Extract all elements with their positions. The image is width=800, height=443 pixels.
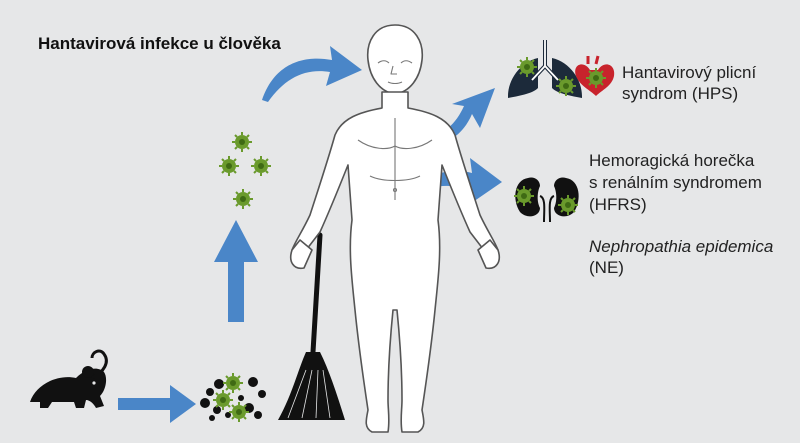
droppings-pile xyxy=(200,372,266,423)
hfrs-label-line3: (HFRS) xyxy=(589,195,647,214)
arrow-icon xyxy=(118,385,196,423)
virus-particle-icon xyxy=(516,56,538,78)
virus-particle-icon xyxy=(513,185,535,207)
hfrs-label-line1: Hemoragická horečka xyxy=(589,151,755,170)
airborne-virus-cluster xyxy=(218,131,272,210)
hfrs-label-line2: s renálním syndromem xyxy=(589,173,762,192)
virus-particle-icon xyxy=(250,155,272,177)
virus-particle-icon xyxy=(222,372,244,394)
hps-label-line2: syndrom (HPS) xyxy=(622,84,739,103)
diagram-title: Hantavirová infekce u člověka xyxy=(38,34,281,53)
arrow-icon xyxy=(410,88,495,149)
virus-particle-icon xyxy=(212,389,234,411)
broom-icon xyxy=(278,232,345,420)
virus-particle-icon xyxy=(585,67,607,89)
virus-particle-icon xyxy=(231,131,253,153)
arrow-icon xyxy=(262,46,362,102)
heart-icon xyxy=(575,55,615,96)
virus-particle-icon xyxy=(555,75,577,97)
mouse-icon xyxy=(30,349,108,408)
lungs-icon xyxy=(508,40,582,98)
virus-particle-icon xyxy=(232,188,254,210)
ne-label-line2: (NE) xyxy=(589,258,624,277)
kidneys-icon xyxy=(513,177,579,223)
hps-label-line1: Hantavirový plicní xyxy=(622,63,757,82)
human-body-icon xyxy=(289,24,501,433)
virus-particle-icon xyxy=(557,194,579,216)
virus-particle-icon xyxy=(218,155,240,177)
virus-particle-icon xyxy=(228,401,250,423)
arrow-icon xyxy=(214,220,258,322)
ne-label-line1: Nephropathia epidemica xyxy=(589,237,774,256)
